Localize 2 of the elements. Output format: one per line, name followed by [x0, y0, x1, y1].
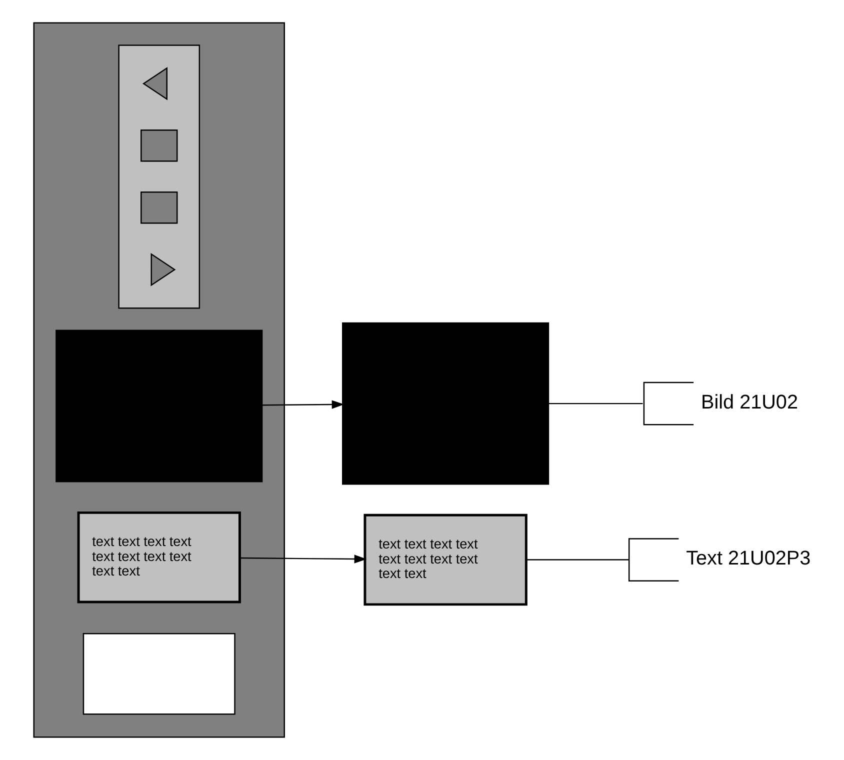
node-text: Bild 21U02 [701, 391, 798, 414]
node-text: Text 21U02P3 [686, 548, 811, 570]
